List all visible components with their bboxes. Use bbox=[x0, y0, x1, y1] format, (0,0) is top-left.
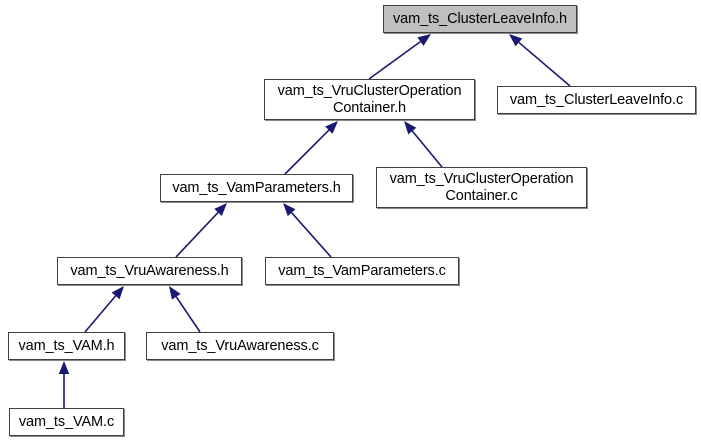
edge-arrowhead-n5-to-n3 bbox=[214, 203, 227, 217]
graph-node-vam_ts_vam.h[interactable]: vam_ts_VAM.h bbox=[8, 332, 125, 360]
edge-arrowhead-n8-to-n5 bbox=[169, 286, 181, 300]
edge-arrowhead-n1-to-n0 bbox=[417, 34, 431, 46]
edge-line-n4-to-n1 bbox=[411, 130, 443, 168]
edge-line-n7-to-n5 bbox=[84, 295, 117, 333]
graph-node-label: vam_ts_VAM.c bbox=[18, 413, 115, 430]
edge-arrowhead-n3-to-n1 bbox=[325, 121, 338, 134]
edge-line-n2-to-n0 bbox=[518, 41, 571, 87]
graph-node-label: vam_ts_VamParameters.h bbox=[172, 179, 341, 196]
graph-node-label: vam_ts_VruAwareness.h bbox=[70, 262, 229, 279]
edge-arrowhead-n7-to-n5 bbox=[111, 286, 124, 300]
graph-node-vam_ts_vamparameters.h[interactable]: vam_ts_VamParameters.h bbox=[160, 174, 353, 202]
graph-node-vam_ts_vam.c[interactable]: vam_ts_VAM.c bbox=[9, 408, 124, 436]
graph-node-vam_ts_clusterleaveinfo.h[interactable]: vam_ts_ClusterLeaveInfo.h bbox=[383, 5, 577, 33]
edge-arrowhead-n4-to-n1 bbox=[404, 121, 417, 135]
edge-arrowhead-n6-to-n3 bbox=[283, 203, 296, 217]
edge-arrowhead-n2-to-n0 bbox=[509, 34, 523, 47]
graph-node-label: vam_ts_VamParameters.c bbox=[278, 262, 446, 279]
graph-node-label: vam_ts_VruClusterOperation Container.c bbox=[389, 171, 574, 204]
graph-node-vam_ts_vruawareness.c[interactable]: vam_ts_VruAwareness.c bbox=[146, 332, 334, 360]
edge-line-n5-to-n3 bbox=[175, 211, 219, 258]
graph-node-label: vam_ts_ClusterLeaveInfo.h bbox=[392, 10, 567, 27]
graph-node-vam_ts_clusterleaveinfo.c[interactable]: vam_ts_ClusterLeaveInfo.c bbox=[497, 86, 696, 114]
graph-node-label: vam_ts_VruAwareness.c bbox=[161, 337, 319, 354]
edge-line-n3-to-n1 bbox=[284, 129, 330, 175]
graph-node-vam_ts_vruawareness.h[interactable]: vam_ts_VruAwareness.h bbox=[57, 257, 242, 285]
graph-node-label: vam_ts_VruClusterOperation Container.h bbox=[277, 83, 462, 116]
edge-line-n8-to-n5 bbox=[175, 296, 201, 333]
graph-node-vam_ts_vruclusteroperationcontainer.c[interactable]: vam_ts_VruClusterOperation Container.c bbox=[376, 167, 587, 208]
graph-node-vam_ts_vruclusteroperationcontainer.h[interactable]: vam_ts_VruClusterOperation Container.h bbox=[264, 79, 475, 120]
edge-arrowhead-n9-to-n7 bbox=[58, 361, 70, 374]
graph-node-label: vam_ts_VAM.h bbox=[18, 337, 115, 354]
edge-line-n6-to-n3 bbox=[291, 212, 332, 258]
edge-line-n1-to-n0 bbox=[368, 40, 421, 80]
graph-node-vam_ts_vamparameters.c[interactable]: vam_ts_VamParameters.c bbox=[265, 257, 459, 285]
graph-node-label: vam_ts_ClusterLeaveInfo.c bbox=[509, 91, 684, 108]
